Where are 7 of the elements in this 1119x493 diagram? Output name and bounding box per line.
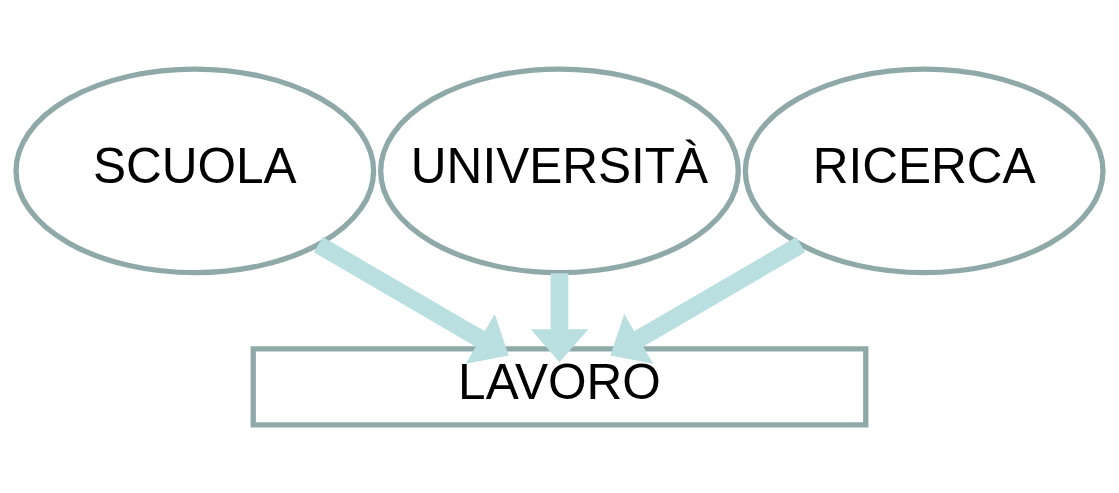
arrow [313, 236, 509, 364]
arrow [610, 236, 806, 364]
node-ellipse: RICERCA [742, 65, 1106, 275]
node-box: LAVORO [250, 345, 869, 428]
node-ellipse: UNIVERSITÀ [378, 65, 741, 275]
arrow [530, 272, 589, 362]
node-ellipse: SCUOLA [13, 65, 377, 275]
